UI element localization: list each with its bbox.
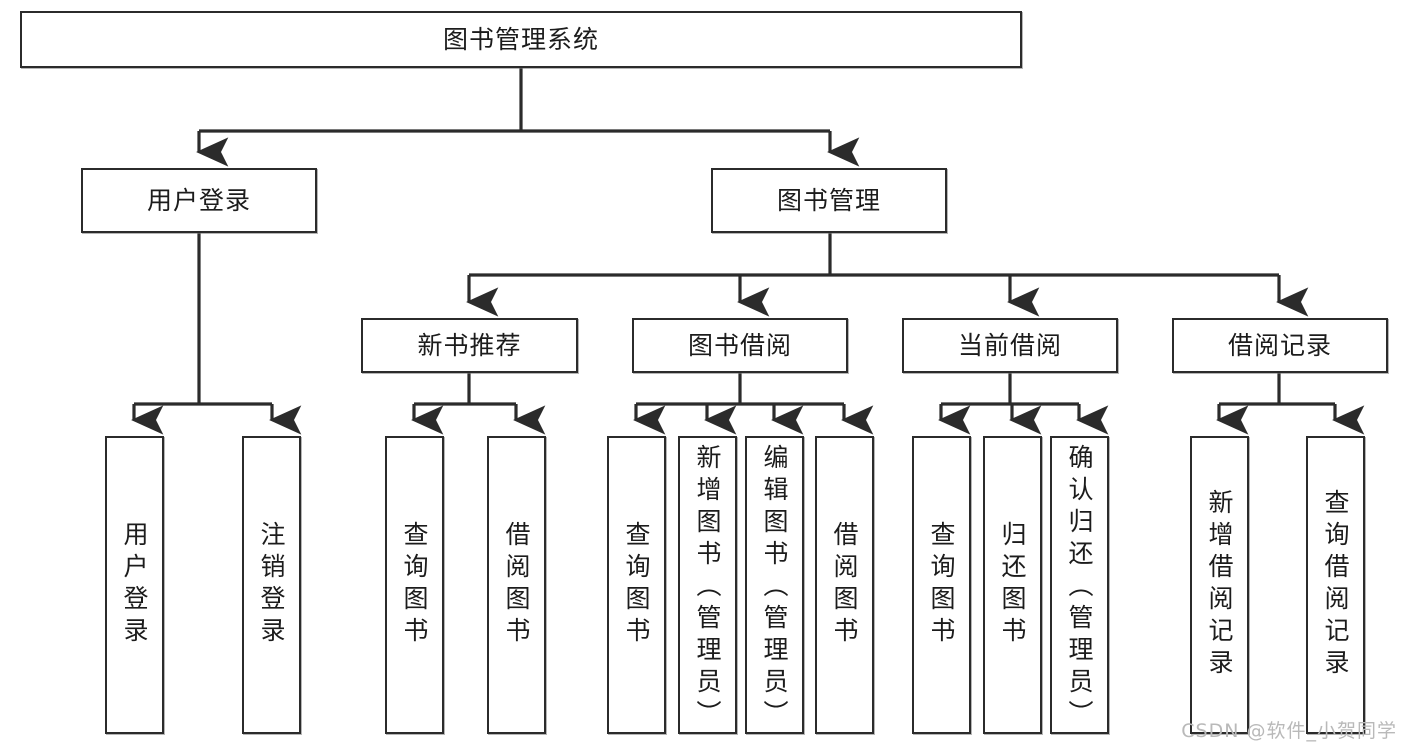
node-book-manage[interactable]: 图书管理 (711, 168, 947, 233)
leaf-node-borrow-book-rec[interactable]: 借阅图书 (487, 436, 546, 734)
leaf-node-query-borrow-record[interactable]: 查询借阅记录 (1306, 436, 1365, 734)
node-label: 查询图书 (927, 521, 956, 649)
node-book-borrow[interactable]: 图书借阅 (632, 318, 848, 373)
node-new-book-recommend[interactable]: 新书推荐 (361, 318, 578, 373)
node-label: 借阅图书 (502, 521, 531, 649)
node-label: 用户登录 (120, 521, 149, 649)
node-borrow-record[interactable]: 借阅记录 (1172, 318, 1388, 373)
leaf-node-edit-book-admin[interactable]: 编辑图书（管理员） (745, 436, 804, 734)
node-label: 编辑图书（管理员） (760, 444, 789, 732)
node-label: 新增图书（管理员） (693, 444, 722, 732)
leaf-node-borrow-book[interactable]: 借阅图书 (815, 436, 874, 734)
node-label: 当前借阅 (957, 330, 1062, 360)
node-label: 新书推荐 (417, 330, 522, 360)
leaf-node-user-login[interactable]: 用户登录 (105, 436, 164, 734)
node-label: 归还图书 (998, 521, 1027, 649)
leaf-node-return-book[interactable]: 归还图书 (983, 436, 1042, 734)
leaf-node-query-book-current[interactable]: 查询图书 (912, 436, 971, 734)
node-label: 借阅图书 (830, 521, 859, 649)
leaf-node-add-borrow-record[interactable]: 新增借阅记录 (1190, 436, 1249, 734)
node-label: 查询图书 (400, 521, 429, 649)
node-current-borrow[interactable]: 当前借阅 (902, 318, 1118, 373)
leaf-node-query-book-rec[interactable]: 查询图书 (385, 436, 444, 734)
node-label: 图书借阅 (687, 330, 792, 360)
leaf-node-add-book-admin[interactable]: 新增图书（管理员） (678, 436, 737, 734)
node-root-system[interactable]: 图书管理系统 (20, 11, 1022, 68)
node-label: 查询借阅记录 (1321, 489, 1350, 681)
node-label: 借阅记录 (1227, 330, 1332, 360)
node-label: 新增借阅记录 (1205, 489, 1234, 681)
leaf-node-query-book-borrow[interactable]: 查询图书 (607, 436, 666, 734)
node-user-login[interactable]: 用户登录 (81, 168, 317, 233)
node-label: 查询图书 (622, 521, 651, 649)
node-label: 确认归还（管理员） (1065, 444, 1094, 732)
leaf-node-confirm-return-admin[interactable]: 确认归还（管理员） (1050, 436, 1109, 734)
node-label: 图书管理 (776, 185, 881, 215)
node-label: 图书管理系统 (442, 24, 599, 54)
node-label: 用户登录 (146, 185, 251, 215)
leaf-node-logout[interactable]: 注销登录 (242, 436, 301, 734)
node-label: 注销登录 (257, 521, 286, 649)
